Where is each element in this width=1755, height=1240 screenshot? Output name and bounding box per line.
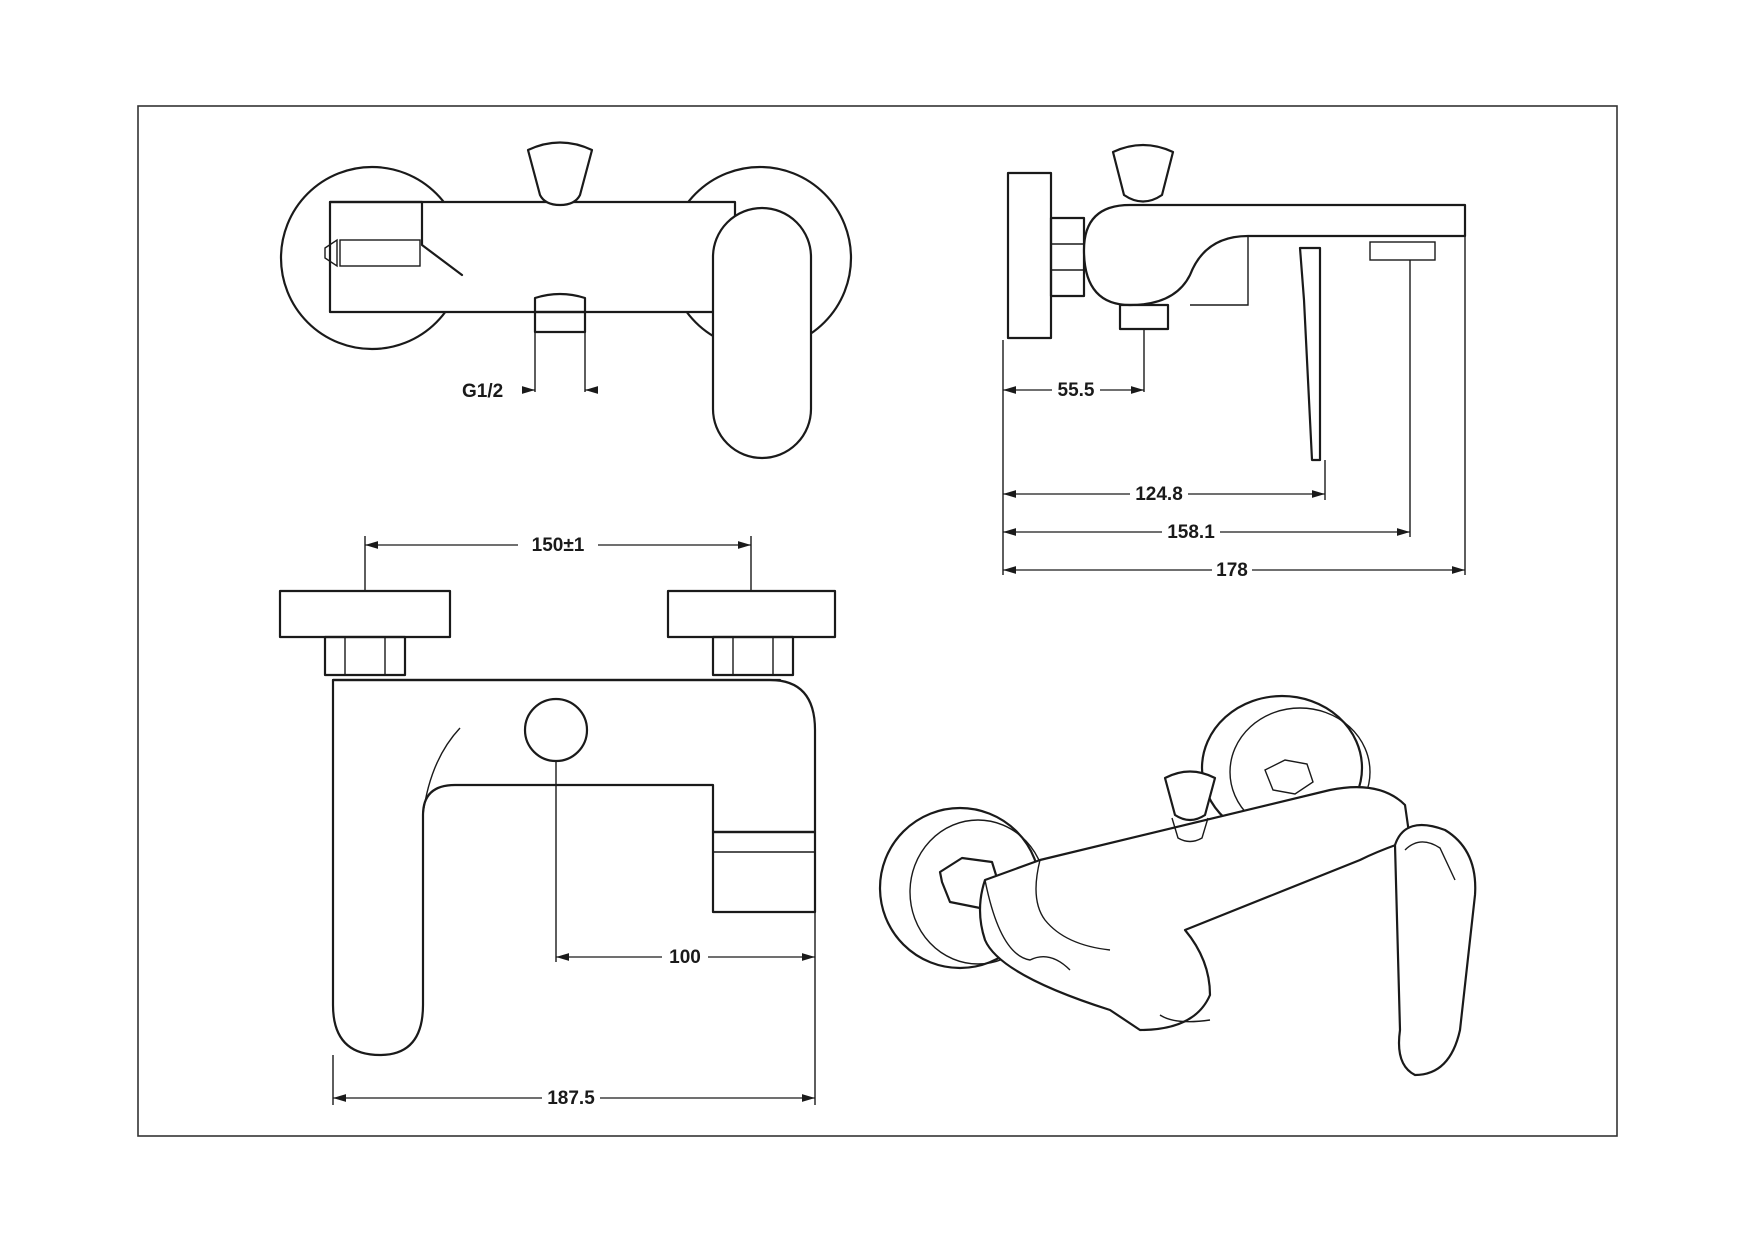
body-iso: [978, 786, 1412, 1032]
back-nut-iso: [1264, 759, 1314, 795]
lever-handle-iso: [1393, 823, 1477, 1077]
dim-overall-width: 187.5: [547, 1088, 595, 1109]
drawing-frame: [137, 105, 1618, 1137]
dim-overall-depth: 178: [1216, 560, 1248, 581]
isometric-view: [878, 694, 1477, 1077]
front-view: 150±1 100 187.5: [278, 533, 837, 1109]
top-view: G1/2: [279, 141, 853, 460]
connector-nut: [1049, 216, 1086, 298]
dim-wall-to-handle: 124.8: [1135, 484, 1183, 505]
aerator-side: [1369, 241, 1436, 261]
left-flange-front: [278, 589, 452, 639]
inlet-nut-side: [1118, 303, 1170, 331]
body-side: [1082, 203, 1467, 307]
diverter-knob-side: [1111, 143, 1175, 203]
dim-center-distance: 150±1: [532, 535, 585, 556]
diverter-knob: [526, 141, 594, 207]
diverter-knob-iso: [1163, 770, 1217, 822]
inlet-nut: [533, 310, 587, 334]
wall-flange-side: [1006, 171, 1053, 340]
right-nut-front: [711, 635, 795, 677]
faucet-body-top: [328, 200, 737, 314]
thread-size-label: G1/2: [462, 381, 503, 402]
left-nut-front: [323, 635, 407, 677]
right-flange-front: [666, 589, 837, 639]
lever-handle-top: [711, 206, 813, 460]
body-front: [331, 678, 817, 1057]
side-view: 55.5 124.8 158.1 178: [1002, 143, 1467, 581]
spout-outlet-front: [711, 830, 817, 914]
dim-spout-offset: 100: [669, 947, 701, 968]
aerator: [339, 239, 421, 267]
spout-edge: [328, 200, 464, 277]
dim-wall-to-spout: 158.1: [1167, 522, 1215, 543]
lever-handle-side: [1298, 246, 1322, 462]
dim-wall-to-inlet: 55.5: [1058, 380, 1095, 401]
spout-tip: [324, 238, 338, 268]
inlet-collar: [533, 292, 587, 314]
